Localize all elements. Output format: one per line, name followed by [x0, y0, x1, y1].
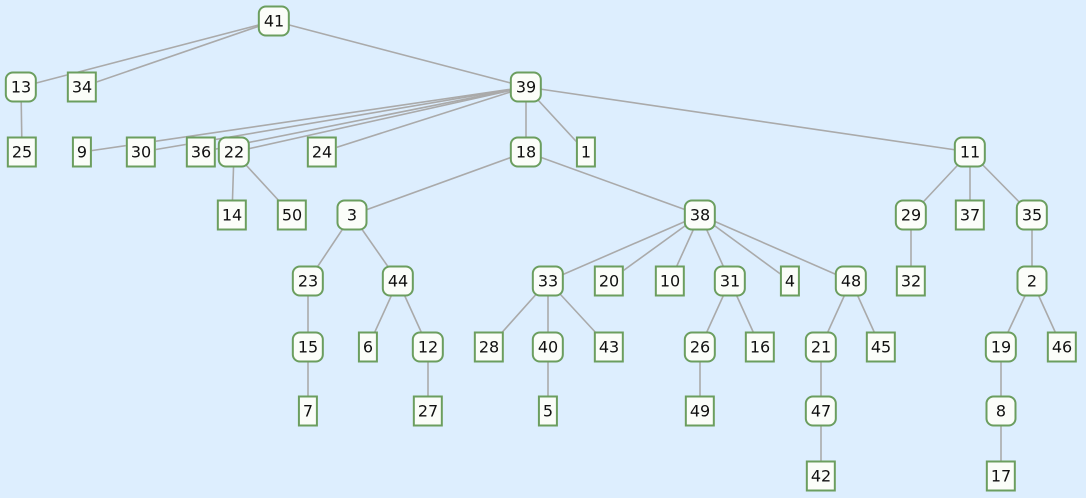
leaf-node-36: 36: [185, 136, 217, 168]
tree-edge-39-22: [233, 86, 527, 153]
internal-node-38: 38: [683, 199, 717, 231]
leaf-node-30: 30: [125, 136, 157, 168]
leaf-node-4: 4: [779, 265, 801, 297]
leaf-node-14: 14: [216, 199, 248, 231]
leaf-node-43: 43: [593, 331, 625, 363]
tree-edge-41-13: [20, 20, 275, 88]
leaf-node-9: 9: [71, 136, 93, 168]
tree-edge-18-38: [525, 151, 701, 216]
internal-node-41: 41: [257, 5, 291, 37]
internal-node-35: 35: [1015, 199, 1049, 231]
leaf-node-6: 6: [357, 331, 379, 363]
internal-node-31: 31: [713, 265, 747, 297]
tree-edge-41-39: [273, 20, 527, 88]
leaf-node-25: 25: [6, 136, 38, 168]
internal-node-33: 33: [531, 265, 565, 297]
internal-node-19: 19: [984, 331, 1018, 363]
tree-edge-38-33: [547, 214, 701, 282]
leaf-node-10: 10: [654, 265, 686, 297]
internal-node-22: 22: [217, 136, 251, 168]
internal-node-40: 40: [531, 331, 565, 363]
internal-node-21: 21: [804, 331, 838, 363]
internal-node-12: 12: [411, 331, 445, 363]
leaf-node-1: 1: [575, 136, 597, 168]
internal-node-44: 44: [381, 265, 415, 297]
internal-node-2: 2: [1016, 265, 1048, 297]
internal-node-13: 13: [4, 71, 38, 103]
leaf-node-20: 20: [593, 265, 625, 297]
internal-node-18: 18: [509, 136, 543, 168]
leaf-node-16: 16: [744, 331, 776, 363]
tree-edge-39-36: [200, 86, 527, 153]
leaf-node-27: 27: [412, 395, 444, 427]
leaf-node-45: 45: [865, 331, 897, 363]
leaf-node-49: 49: [684, 395, 716, 427]
internal-node-8: 8: [985, 395, 1017, 427]
leaf-node-37: 37: [954, 199, 986, 231]
tree-edge-18-3: [351, 151, 527, 216]
leaf-node-28: 28: [473, 331, 505, 363]
leaf-node-42: 42: [805, 460, 837, 492]
internal-node-39: 39: [509, 71, 543, 103]
leaf-node-17: 17: [985, 460, 1017, 492]
tree-edge-41-34: [81, 20, 275, 88]
leaf-node-50: 50: [276, 199, 308, 231]
tree-edge-38-48: [699, 214, 852, 282]
internal-node-26: 26: [683, 331, 717, 363]
internal-node-3: 3: [336, 199, 368, 231]
internal-node-47: 47: [804, 395, 838, 427]
leaf-node-5: 5: [537, 395, 559, 427]
leaf-node-46: 46: [1046, 331, 1078, 363]
leaf-node-7: 7: [297, 395, 319, 427]
tree-edge-39-24: [321, 86, 527, 153]
internal-node-15: 15: [291, 331, 325, 363]
leaf-node-34: 34: [66, 71, 98, 103]
leaf-node-24: 24: [306, 136, 338, 168]
leaf-node-32: 32: [895, 265, 927, 297]
tree-edge-39-11: [525, 86, 971, 153]
internal-node-48: 48: [834, 265, 868, 297]
internal-node-11: 11: [953, 136, 987, 168]
internal-node-29: 29: [894, 199, 928, 231]
internal-node-23: 23: [291, 265, 325, 297]
